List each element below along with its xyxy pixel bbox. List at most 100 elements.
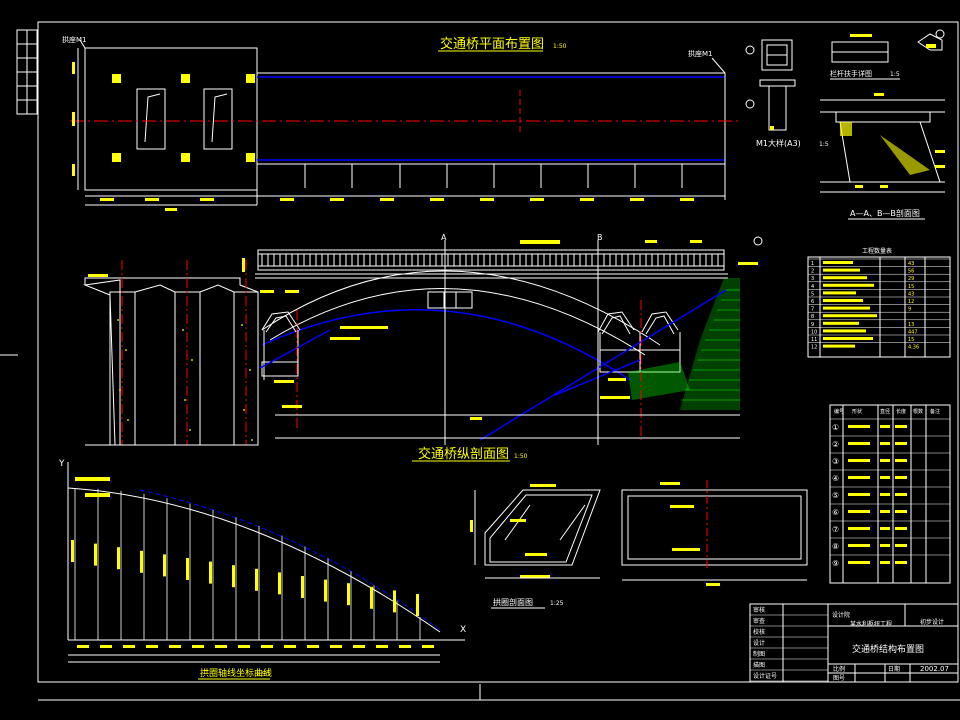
rail-detail: 栏杆扶手详图 1:5	[830, 29, 945, 80]
arch-curve-title: 拱圈轴线坐标曲线	[200, 667, 272, 679]
title-block-row-label: 审核	[753, 606, 765, 614]
ordinate-dim	[100, 645, 112, 648]
rebar-shape	[848, 459, 870, 462]
rebar-row-mark: ⑥	[832, 508, 839, 517]
rebar-row-mark: ⑧	[832, 542, 839, 551]
rail-detail-scale: 1:5	[890, 71, 900, 78]
ordinate-label	[301, 576, 304, 598]
ordinate-label	[416, 594, 419, 616]
beam-section: 拱圈剖面图 1:25	[470, 480, 808, 609]
ordinate-dim	[215, 645, 227, 648]
title-block-row-label: 设计证号	[753, 672, 777, 680]
quant-row-item	[823, 291, 856, 295]
title-block-row-label: 审查	[753, 617, 765, 625]
rebar-table-rows: 编号形状直径长度根数备注①②③④⑤⑥⑦⑧⑨	[830, 408, 950, 568]
rebar-table: 编号形状直径长度根数备注①②③④⑤⑥⑦⑧⑨	[829, 404, 951, 584]
arch-ordinates	[71, 488, 434, 648]
sheet-border	[37, 21, 959, 683]
title-block-row-label: 设计	[753, 639, 765, 647]
plan-dim-marks	[100, 198, 694, 211]
rebar-len	[895, 561, 907, 564]
rebar-row-mark: ①	[832, 423, 839, 432]
ordinate-dim	[353, 645, 365, 648]
rebar-len	[895, 476, 907, 479]
ordinate-label	[278, 572, 281, 595]
rebar-len	[895, 442, 907, 445]
quant-row-item	[823, 299, 863, 302]
ordinate-label	[140, 550, 143, 573]
binding-strip	[16, 29, 38, 115]
railing-balusters	[261, 254, 719, 266]
tb-project: 某水利枢纽工程	[850, 620, 892, 628]
plan-tag-right: 拱座M1	[688, 49, 713, 58]
rebar-len	[895, 510, 907, 513]
arch-axis-curve: Y X 拱圈轴线坐标曲线 1:50	[58, 459, 466, 680]
tb-number-label: 图号	[833, 675, 845, 682]
rebar-header: 形状	[852, 408, 862, 415]
quant-row-number: 2	[811, 269, 814, 275]
ordinate-dim	[192, 645, 204, 648]
quant-row-number: 9	[811, 322, 814, 328]
rail-detail-title: 栏杆扶手详图	[830, 69, 872, 78]
quant-row-number: 11	[811, 337, 817, 343]
arch-curve-scale: 1:50	[256, 671, 270, 678]
rebar-header: 直径	[880, 408, 890, 415]
quant-row-item	[823, 283, 874, 287]
quant-row-value: 13	[908, 322, 914, 328]
rebar-row-mark: ③	[832, 457, 839, 466]
quant-row-number: 12	[811, 345, 817, 351]
quant-row-item	[823, 306, 870, 310]
tb-drawing-title: 交通桥结构布置图	[852, 643, 924, 655]
rebar-len	[895, 459, 907, 462]
abutment-masonry	[681, 289, 740, 401]
rebar-len	[895, 493, 907, 496]
plan-post-ticks	[256, 164, 726, 205]
ordinate-dim	[77, 645, 89, 648]
quant-row-number: 4	[811, 284, 814, 290]
quant-row-number: 7	[811, 307, 814, 313]
rebar-shape	[848, 510, 870, 513]
plan-view: 拱座M1 拱座M1 交通桥平面布置图 1:50	[62, 35, 740, 211]
rebar-dia	[880, 493, 890, 496]
rebar-row-mark: ⑦	[832, 525, 839, 534]
ordinate-dim	[169, 645, 181, 648]
quant-row-number: 5	[811, 291, 814, 297]
tb-scale-label: 比例	[833, 665, 845, 673]
plan-view-title: 交通桥平面布置图	[440, 36, 544, 52]
rebar-shape	[848, 425, 870, 428]
quant-row-number: 10	[811, 329, 817, 335]
rebar-header: 编号	[834, 408, 844, 415]
ordinate-label	[232, 565, 235, 588]
long-dim-marks	[242, 240, 758, 420]
title-block-row-label: 制图	[753, 650, 765, 658]
ordinate-dim	[146, 645, 158, 648]
ordinate-label	[71, 540, 74, 562]
rebar-shape	[848, 527, 870, 530]
quant-row-value: 9	[908, 307, 911, 313]
m1-detail: M1大样(A3) 1:5	[745, 39, 829, 148]
ordinate-dim	[399, 645, 411, 648]
ordinate-dim	[422, 645, 434, 648]
quant-table-title: 工程数量表	[862, 247, 892, 255]
ordinate-label	[186, 558, 189, 580]
long-section-scale: 1:50	[514, 453, 528, 460]
quant-row-value: 29	[908, 276, 914, 282]
ordinate-dim	[307, 645, 319, 648]
rebar-dia	[880, 425, 890, 428]
rebar-shape	[848, 442, 870, 445]
ordinate-dim	[261, 645, 273, 648]
quant-row-number: 3	[811, 276, 814, 282]
quant-row-item	[823, 337, 873, 340]
rebar-dia	[880, 510, 890, 513]
rebar-header: 备注	[930, 408, 940, 415]
rebar-shape	[848, 561, 870, 564]
rebar-dia	[880, 442, 890, 445]
long-section-title: 交通桥纵剖面图	[418, 446, 509, 462]
rebar-row-mark: ②	[832, 440, 839, 449]
rebar-dia	[880, 527, 890, 530]
rebar-len	[895, 544, 907, 547]
rebar-row-mark: ④	[832, 474, 839, 483]
ordinate-label	[94, 543, 97, 566]
tb-date-label: 日期	[888, 665, 900, 673]
